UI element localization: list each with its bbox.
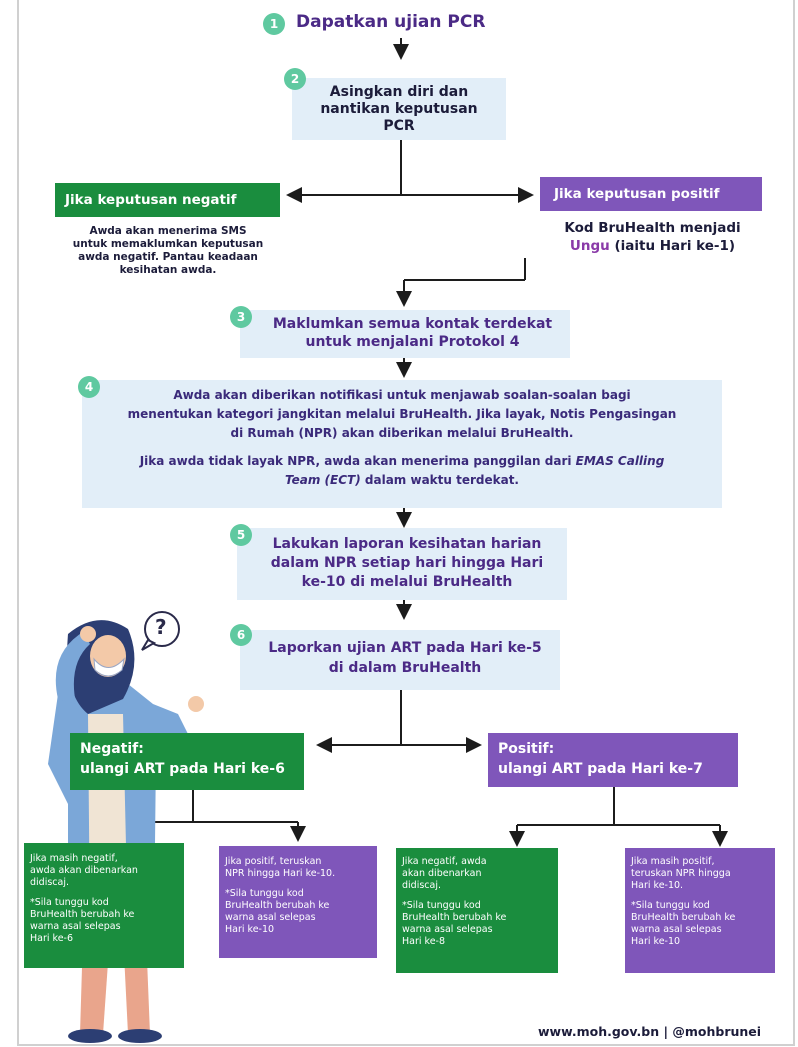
pcr-negative-label: Jika keputusan negatif <box>55 183 280 217</box>
step-3-badge: 3 <box>230 306 252 328</box>
pcr-positive-desc: Kod BruHealth menjadi Ungu (iaitu Hari k… <box>564 220 741 254</box>
step-4-text: Awda akan diberikan notifikasi untuk men… <box>127 388 677 487</box>
footer-links[interactable]: www.moh.gov.bn | @mohbrunei <box>538 1024 762 1039</box>
step-5-text: Lakukan laporan kesihatan harian dalam N… <box>270 536 544 590</box>
outcome-negative-discharge-day8: Jika negatif, awda akan dibenarkan didis… <box>396 848 558 973</box>
art-negative-box: Negatif: ulangi ART pada Hari ke-6 <box>70 733 304 790</box>
outcome-positive-continue: Jika positif, teruskan NPR hingga Hari k… <box>219 846 377 958</box>
purple-word: Ungu <box>569 238 610 254</box>
step-6-box <box>240 630 560 690</box>
step-2-box <box>292 78 506 140</box>
page-frame <box>17 0 795 1046</box>
worried-woman-illustration <box>48 611 204 1043</box>
step-5-badge: 5 <box>230 524 252 546</box>
step-3-box <box>240 310 570 358</box>
step-2-badge: 2 <box>284 68 306 90</box>
step-2-text: Asingkan diri dan nantikan keputusan PCR <box>320 84 478 134</box>
pcr-positive-label: Jika keputusan positif <box>540 177 762 211</box>
step-4-badge: 4 <box>78 376 100 398</box>
step-6-text: Laporkan ujian ART pada Hari ke-5 di dal… <box>268 640 542 676</box>
pcr-negative-desc: Awda akan menerima SMS untuk memaklumkan… <box>72 225 264 276</box>
question-mark-icon: ? <box>155 615 167 639</box>
step-5-box <box>237 528 567 600</box>
step-6-badge: 6 <box>230 624 252 646</box>
step-4-box <box>82 380 722 508</box>
step-1-badge: 1 <box>263 13 285 35</box>
step-1-text: Dapatkan ujian PCR <box>296 12 486 32</box>
outcome-negative-discharge: Jika masih negatif, awda akan dibenarkan… <box>24 843 184 968</box>
step-3-text: Maklumkan semua kontak terdekat untuk me… <box>272 316 553 350</box>
outcome-positive-continue-day10: Jika masih positif, teruskan NPR hingga … <box>625 848 775 973</box>
art-positive-box: Positif: ulangi ART pada Hari ke-7 <box>488 733 738 787</box>
